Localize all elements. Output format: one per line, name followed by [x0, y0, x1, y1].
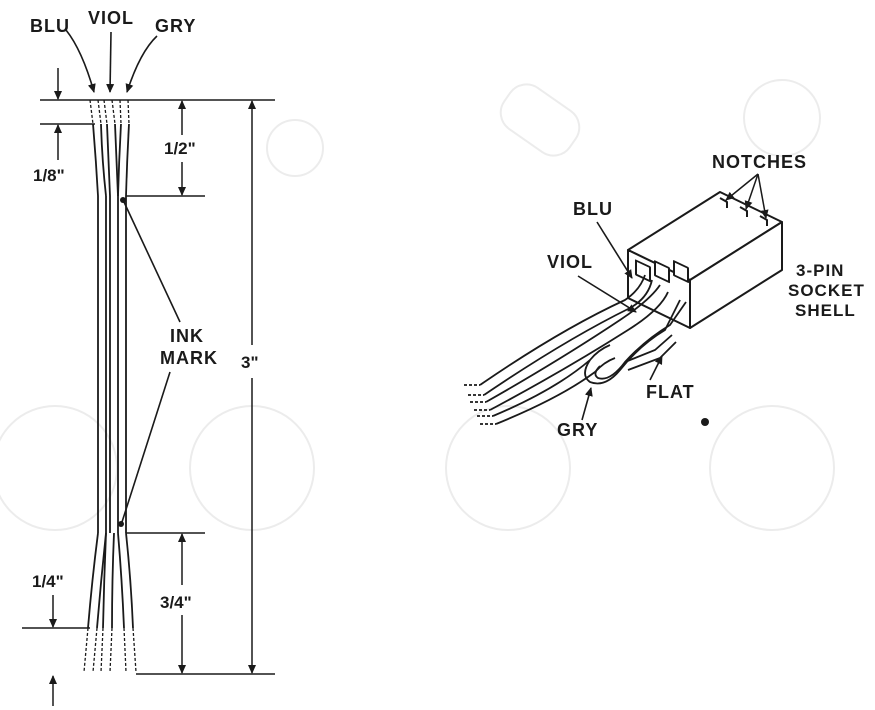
leader-viol — [106, 31, 115, 93]
cable-body — [97, 196, 127, 533]
label-notches: NOTCHES — [712, 152, 807, 172]
wire-ends-top — [92, 123, 130, 197]
wire-ends-bottom — [87, 532, 134, 629]
socket-shell — [627, 191, 783, 329]
dim-bottom-separation: 3/4" — [126, 532, 205, 674]
leader-blu — [65, 29, 96, 93]
leader-ink-mark-top — [123, 201, 181, 323]
dim-label-3: 3" — [241, 353, 259, 372]
bare-conductors-bottom — [83, 627, 137, 673]
dim-label-1-8: 1/8" — [33, 166, 65, 185]
label-ink-mark-line1: INK — [170, 326, 204, 346]
label-viol: VIOL — [88, 8, 134, 28]
dim-label-3-4: 3/4" — [160, 593, 192, 612]
ink-mark-top — [120, 197, 126, 203]
leader-ink-mark-bottom — [121, 371, 171, 523]
label-ink-mark-line2: MARK — [160, 348, 218, 368]
label-gry: GRY — [155, 16, 196, 36]
label-connector-gry: GRY — [557, 420, 598, 440]
leader-notches-2 — [744, 173, 759, 210]
dim-bottom-strip: 1/4" — [22, 572, 90, 706]
leader-connector-viol — [577, 275, 637, 313]
leader-gry — [125, 35, 158, 93]
bare-conductors-top — [89, 99, 130, 125]
dim-total-length: 3" — [136, 99, 275, 675]
dim-label-1-2: 1/2" — [164, 139, 196, 158]
dim-label-1-4: 1/4" — [32, 572, 64, 591]
leader-flat — [649, 355, 663, 381]
dim-strip-length: 1/8" — [33, 68, 128, 185]
label-flat: FLAT — [646, 382, 695, 402]
ink-mark-bottom — [118, 521, 124, 527]
dim-top-separation: 1/2" — [126, 99, 205, 197]
cable-straight — [83, 99, 137, 673]
label-blu: BLU — [30, 16, 70, 36]
label-socket-line1: 3-PIN — [796, 261, 844, 280]
print-dot — [701, 418, 709, 426]
leader-connector-blu — [596, 221, 633, 279]
label-connector-blu: BLU — [573, 199, 613, 219]
leader-notches-1 — [725, 173, 759, 201]
label-socket-line3: SHELL — [795, 301, 856, 320]
leader-notches-3 — [757, 173, 769, 219]
label-connector-viol: VIOL — [547, 252, 593, 272]
leader-connector-gry — [581, 387, 593, 421]
label-socket-line2: SOCKET — [788, 281, 865, 300]
